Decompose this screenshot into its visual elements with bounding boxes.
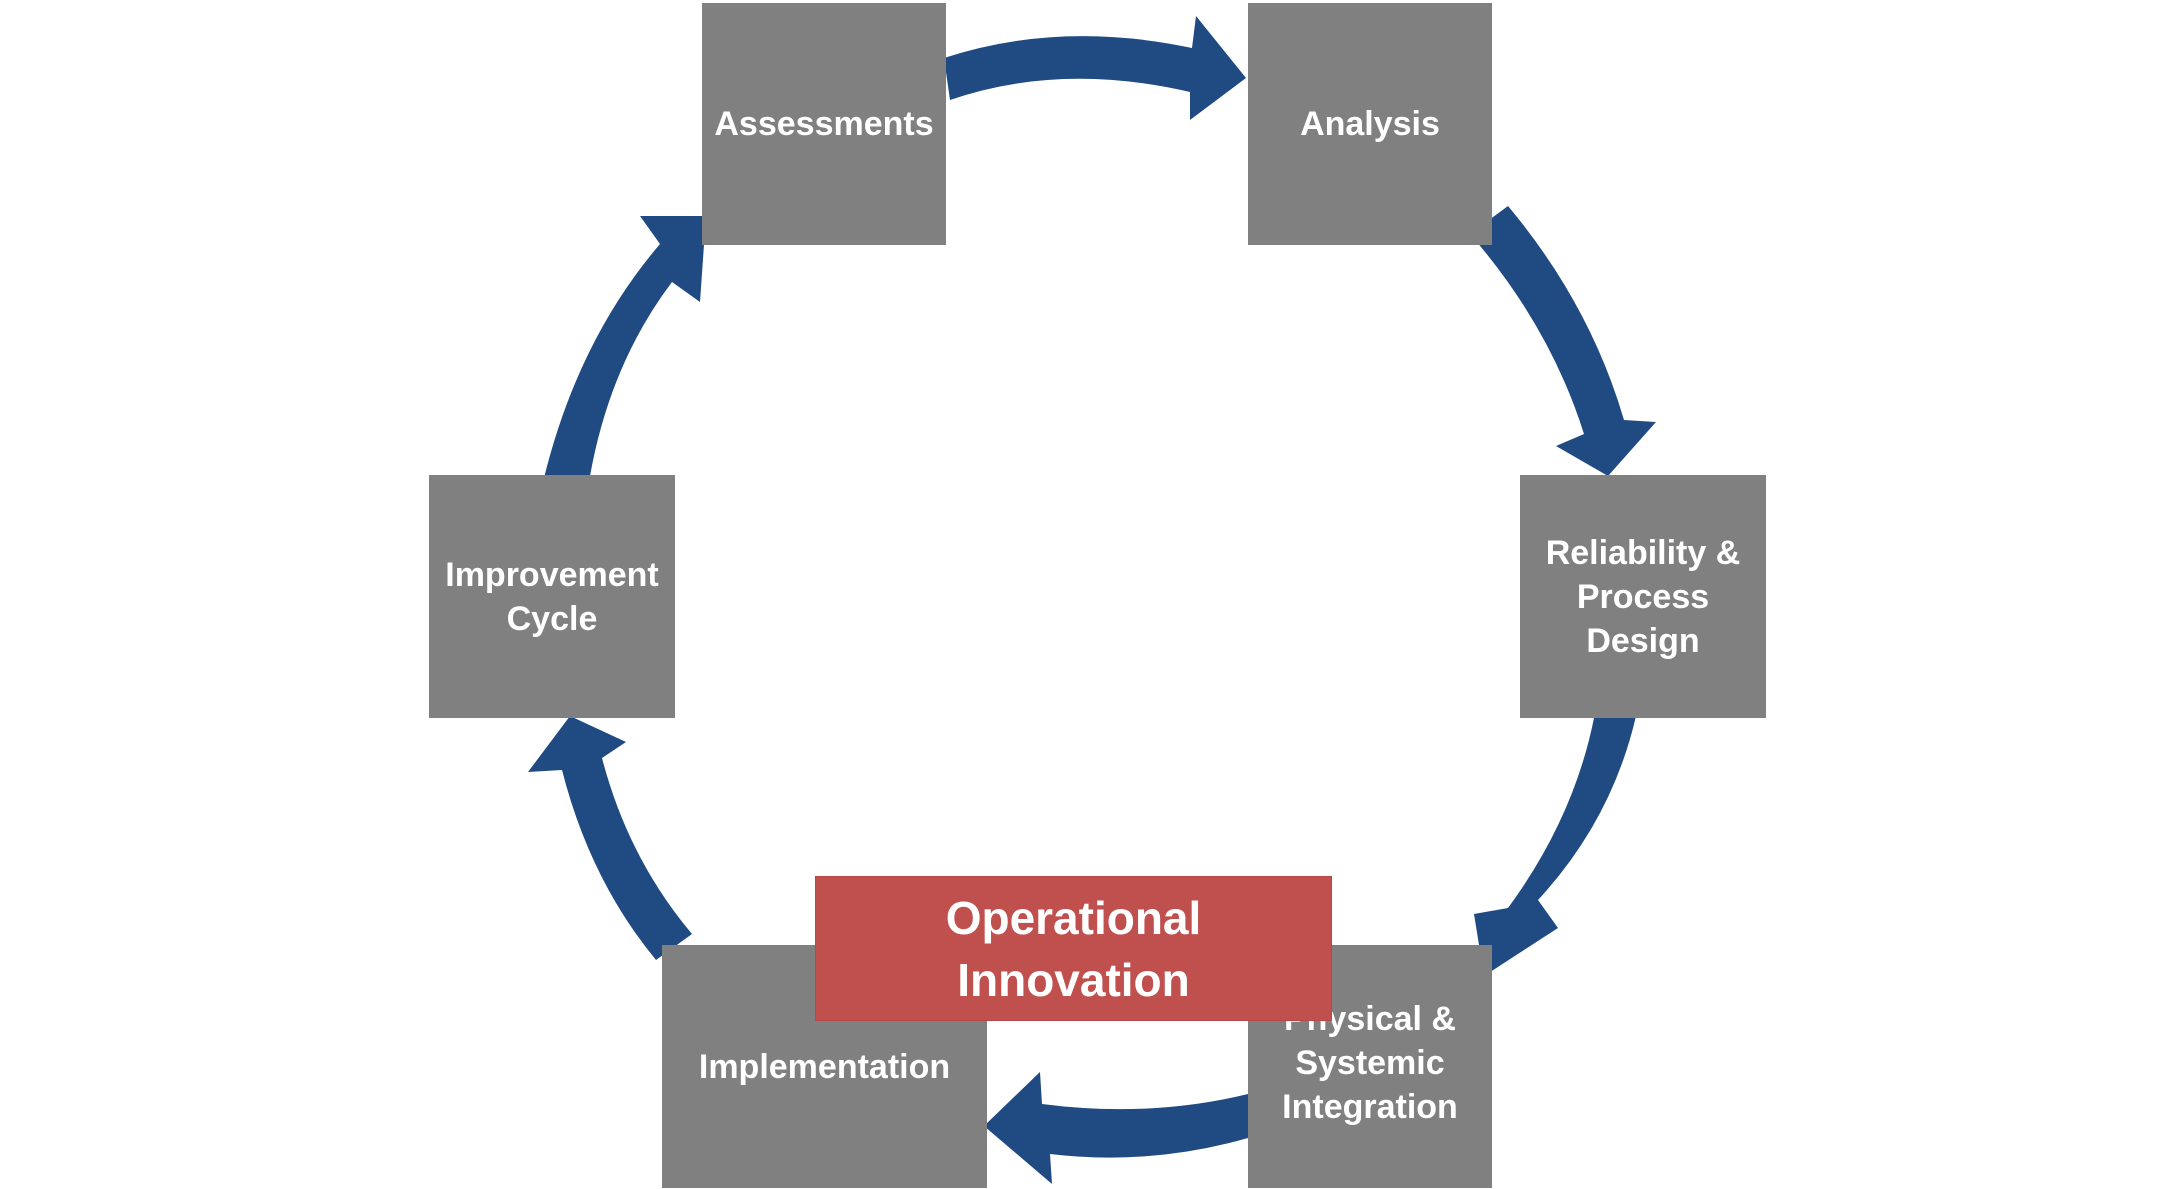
stage-improvement-cycle: Improvement Cycle bbox=[429, 475, 675, 718]
stage-assessments-label: Assessments bbox=[714, 105, 934, 143]
arrow-improvement-to-assessments bbox=[544, 216, 706, 478]
stage-reliability-label: Reliability & Process Design bbox=[1545, 533, 1741, 660]
stage-physical-label: Physical & Systemic Integration bbox=[1282, 1000, 1458, 1126]
operational-innovation-callout: Operational Innovation bbox=[815, 876, 1332, 1021]
arrow-implementation-to-improvement bbox=[528, 716, 692, 960]
stage-analysis-label: Analysis bbox=[1300, 105, 1440, 143]
arrow-physical-to-implementation bbox=[984, 1072, 1248, 1184]
stage-improvement-label: Improvement Cycle bbox=[445, 555, 659, 638]
arrow-reliability-to-physical bbox=[1474, 716, 1636, 976]
arrow-assessments-to-analysis bbox=[944, 16, 1246, 120]
stage-implementation-label: Implementation bbox=[698, 1047, 951, 1086]
stage-reliability-process-design: Reliability & Process Design bbox=[1520, 475, 1766, 718]
arrow-analysis-to-reliability bbox=[1470, 206, 1656, 476]
operational-innovation-label: Operational Innovation bbox=[945, 891, 1202, 1006]
stage-analysis: Analysis bbox=[1248, 3, 1492, 245]
stage-assessments: Assessments bbox=[702, 3, 946, 245]
